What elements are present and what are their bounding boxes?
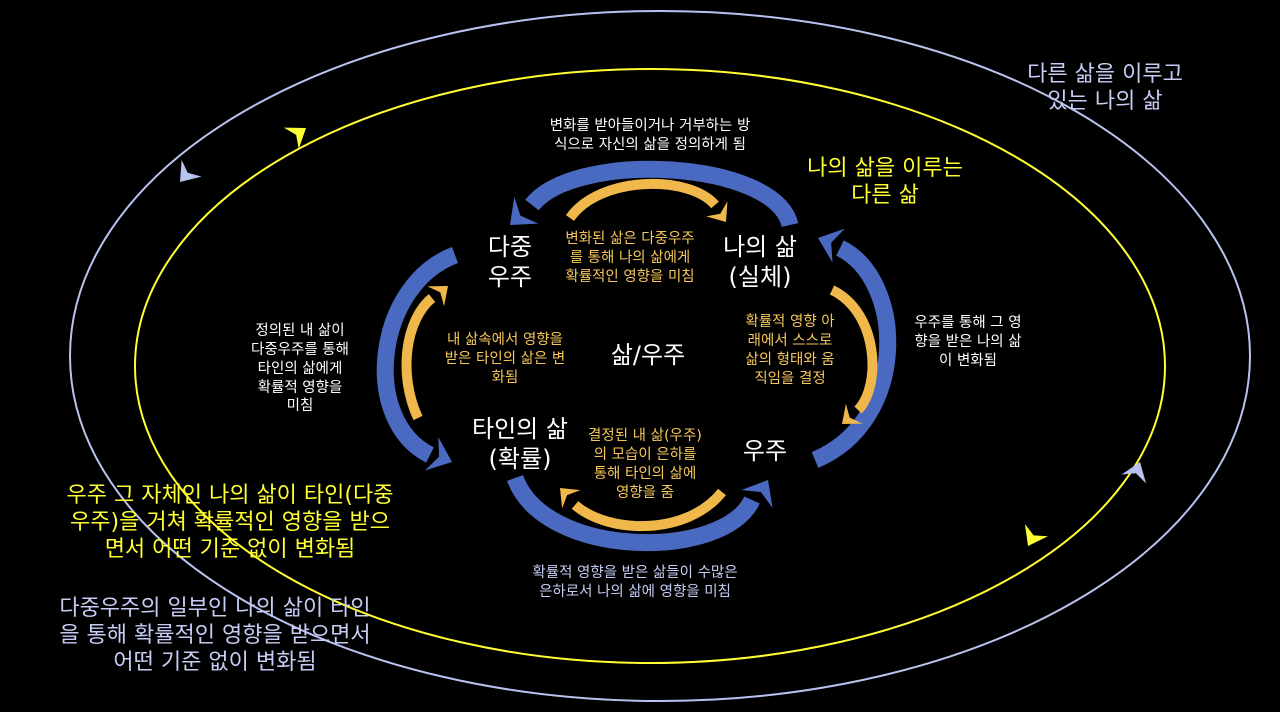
gold-arrow-top <box>565 178 719 222</box>
inner-ring-arrowhead-top <box>283 127 306 149</box>
center-label: 삶/우주 <box>610 341 686 369</box>
gold-arrow-right <box>829 285 878 414</box>
label-right-white: 우주를 통해 그 영 향을 받은 나의 삶 이 변화됨 <box>914 315 1022 369</box>
blue-arrowhead-bottom <box>741 480 773 509</box>
node-multiverse: 다중 우주 <box>487 233 533 291</box>
label-bottom-orange: 결정된 내 삶(우주) 의 모습이 은하를 통해 타인의 삶에 영향을 줌 <box>588 428 702 501</box>
outer-ring-arrowhead-left <box>180 159 202 182</box>
blue-arrowhead-left <box>424 437 452 471</box>
blue-arrowhead-right <box>818 228 845 263</box>
label-left-orange: 내 삶속에서 영향을 받은 타인의 삶은 변 화됨 <box>444 332 566 386</box>
gold-arrowhead-bottom <box>560 488 581 509</box>
node-my-life: 나의 삶 (실체) <box>723 233 797 291</box>
outer-ring <box>69 10 1251 702</box>
blue-arrow-right <box>811 240 897 468</box>
label-bottom-left-blue: 다중우주의 일부인 나의 삶이 타인 을 통해 확률적인 영향을 받으면서 어떤… <box>59 596 371 675</box>
blue-arrow-bottom <box>507 474 760 552</box>
inner-ring-arrowhead-right <box>1024 524 1048 546</box>
outer-ring-arrowhead-right <box>1121 462 1147 484</box>
gold-arrowhead-left <box>427 286 448 307</box>
label-bottom-left-yellow: 우주 그 자체인 나의 삶이 타인(다중 우주)을 거쳐 확률적인 영향을 받으… <box>66 483 394 562</box>
label-right-orange: 확률적 영향 아 래에서 스스로 삶의 형태와 움 직임을 결정 <box>745 314 835 387</box>
gold-arrow-bottom <box>571 488 726 532</box>
gold-arrow-left <box>401 294 436 421</box>
inner-ring <box>134 68 1166 664</box>
label-inner-top-right: 나의 삶을 이루는 다른 삶 <box>807 156 963 208</box>
node-universe: 우주 <box>742 437 788 465</box>
label-top-white: 변화를 받아들이거나 거부하는 방 식으로 자신의 삶을 정의하게 됨 <box>549 118 751 153</box>
label-left-white: 정의된 내 삶이 다중우주를 통해 타인의 삶에게 확률적 영향을 미침 <box>251 323 349 415</box>
label-top-orange: 변화된 삶은 다중우주 를 통해 나의 삶에게 확률적인 영향을 미침 <box>565 231 695 285</box>
gold-arrowhead-top <box>706 201 728 222</box>
blue-arrow-top <box>525 160 799 228</box>
gold-arrowhead-right <box>842 403 863 424</box>
label-bottom-white: 확률적 영향을 받은 삶들이 수많은 은하로서 나의 삶에 영향을 미침 <box>532 565 738 600</box>
blue-arrowhead-top <box>510 196 539 225</box>
blue-arrow-left <box>376 247 459 463</box>
label-top-right: 다른 삶을 이루고 있는 나의 삶 <box>1027 62 1183 114</box>
node-others-life: 타인의 삶 (확률) <box>472 415 568 473</box>
